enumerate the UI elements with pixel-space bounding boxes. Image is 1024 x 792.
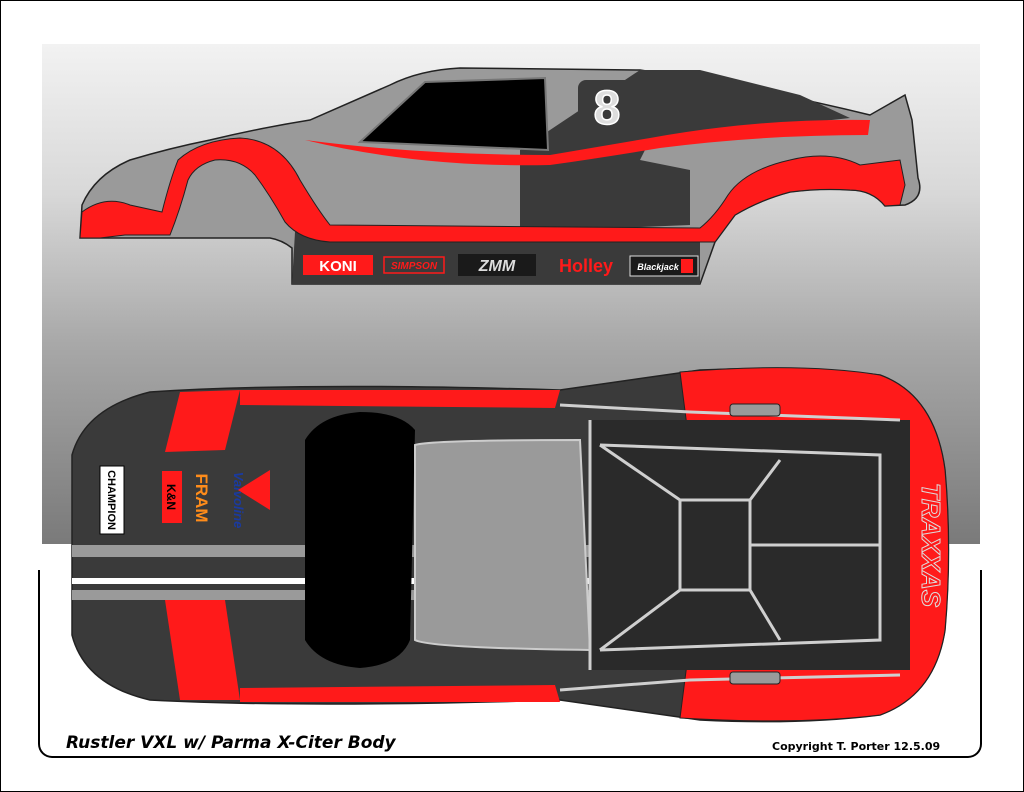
top-red-edge-lower xyxy=(240,685,560,702)
drawing-caption: Rustler VXL w/ Parma X-Citer Body xyxy=(66,733,396,753)
holley-text: Holley xyxy=(559,256,613,276)
fram-logo: FRAM xyxy=(192,473,211,522)
simpson-logo xyxy=(383,256,445,274)
top-rear-vent-upper xyxy=(729,403,781,417)
top-red-stripe-upper xyxy=(165,390,240,452)
traxxas-text: TRAXXAS xyxy=(916,483,946,608)
top-view: CHAMPION K&N FRAM Valvoline TRAXXAS xyxy=(71,367,950,723)
top-roof xyxy=(414,438,592,652)
side-view: 8 KONI SIMPSON ZMM Holley Blackjack xyxy=(79,67,921,285)
blackjack-text: Blackjack xyxy=(637,262,680,272)
car-number: 8 xyxy=(594,82,621,135)
zmm-text: ZMM xyxy=(478,258,516,275)
champion-text: CHAMPION xyxy=(105,470,117,530)
copyright-notice: Copyright T. Porter 12.5.09 xyxy=(772,740,941,753)
fram-text: FRAM xyxy=(192,473,211,522)
top-windshield xyxy=(305,412,415,668)
top-red-stripe-lower xyxy=(165,600,240,700)
top-rear-vent-lower xyxy=(729,671,781,685)
side-red-stripe xyxy=(79,137,906,243)
koni-text: KONI xyxy=(319,258,357,275)
zmm-logo xyxy=(458,254,536,276)
side-window xyxy=(357,76,550,152)
simpson-text: SIMPSON xyxy=(391,261,438,272)
blackjack-flag xyxy=(681,259,693,273)
top-roll-cage xyxy=(559,403,901,692)
lower-border xyxy=(38,570,982,758)
koni-logo xyxy=(303,255,373,275)
valvoline-logo: Valvoline xyxy=(231,470,270,528)
side-upper-swoosh xyxy=(305,119,870,166)
top-red-edge-upper xyxy=(240,390,560,408)
kn-text: K&N xyxy=(164,484,178,510)
valvoline-text: Valvoline xyxy=(231,472,246,529)
kn-logo: K&N xyxy=(162,471,182,523)
side-number-panel xyxy=(578,80,636,130)
traxxas-logo: TRAXXAS xyxy=(916,482,947,608)
champion-logo: CHAMPION xyxy=(99,465,125,535)
